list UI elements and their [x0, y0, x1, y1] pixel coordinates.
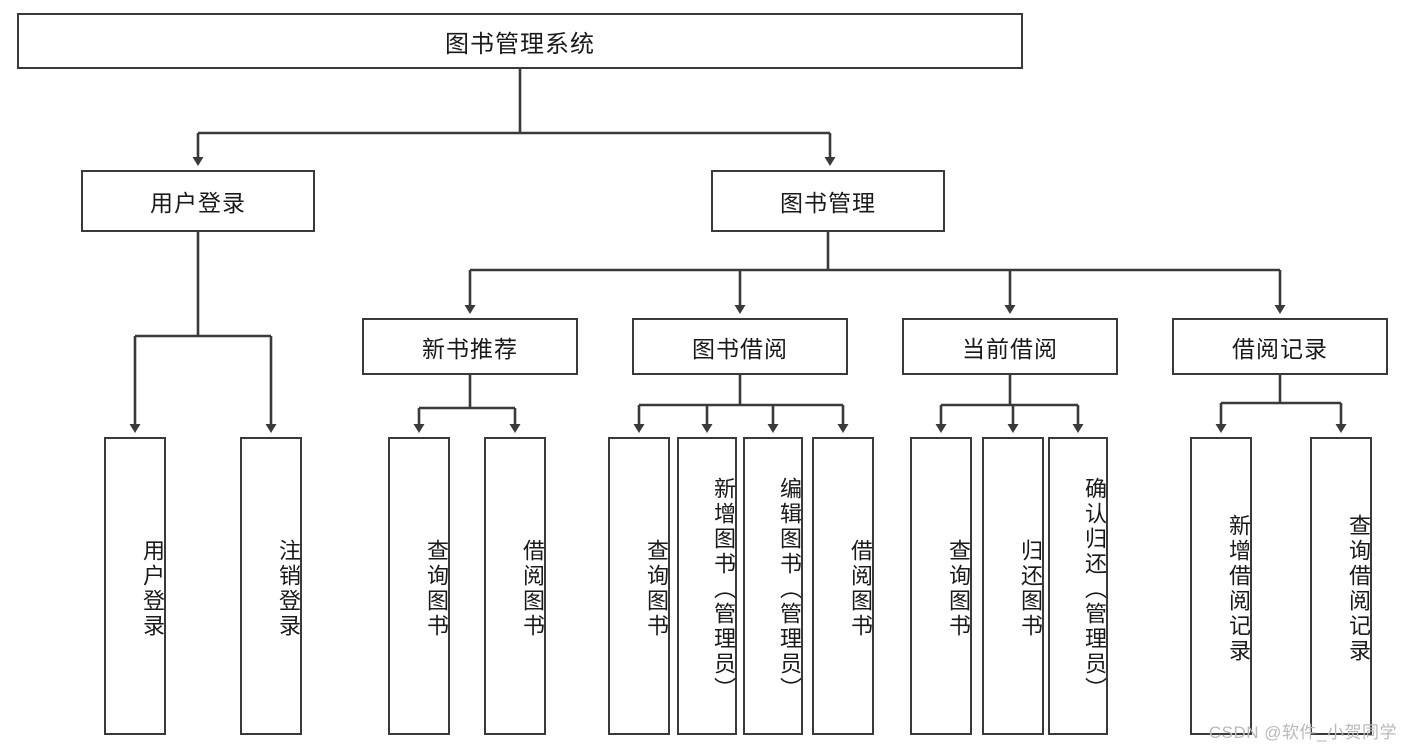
node-leaf-borrow-book-2[interactable]: 借阅图书	[812, 437, 874, 735]
node-leaf-query-book-2-label: 查询图书	[644, 539, 669, 639]
node-leaf-query-book-1-label: 查询图书	[424, 539, 449, 639]
node-leaf-return-book[interactable]: 归还图书	[982, 437, 1044, 735]
node-leaf-query-book-2[interactable]: 查询图书	[608, 437, 670, 735]
node-current-borrow-label: 当前借阅	[962, 335, 1058, 362]
node-leaf-borrow-book-1[interactable]: 借阅图书	[484, 437, 546, 735]
node-borrow-record[interactable]: 借阅记录	[1172, 318, 1388, 375]
node-leaf-add-borrow-record-label: 新增借阅记录	[1226, 514, 1251, 664]
node-leaf-return-book-label: 归还图书	[1018, 539, 1043, 639]
node-leaf-confirm-return-admin[interactable]: 确认归还（管理员）	[1048, 437, 1108, 735]
node-root[interactable]: 图书管理系统	[17, 13, 1023, 69]
node-leaf-confirm-return-admin-label: 确认归还（管理员）	[1082, 476, 1107, 702]
node-user-login[interactable]: 用户登录	[81, 170, 315, 232]
node-leaf-edit-book-admin[interactable]: 编辑图书（管理员）	[743, 437, 803, 735]
node-book-manage[interactable]: 图书管理	[711, 170, 945, 232]
node-leaf-edit-book-admin-label: 编辑图书（管理员）	[777, 476, 802, 702]
node-leaf-borrow-book-2-label: 借阅图书	[848, 539, 873, 639]
node-leaf-query-book-3[interactable]: 查询图书	[910, 437, 972, 735]
node-leaf-query-borrow-record-label: 查询借阅记录	[1346, 514, 1371, 664]
node-book-borrow-label: 图书借阅	[692, 335, 788, 362]
node-new-book-rec[interactable]: 新书推荐	[362, 318, 578, 375]
node-leaf-query-book-3-label: 查询图书	[946, 539, 971, 639]
node-leaf-add-book-admin[interactable]: 新增图书（管理员）	[677, 437, 737, 735]
watermark-text: CSDN @软件_小贺同学	[1208, 723, 1397, 742]
node-root-label: 图书管理系统	[445, 30, 595, 58]
node-leaf-query-borrow-record[interactable]: 查询借阅记录	[1310, 437, 1372, 735]
node-book-manage-label: 图书管理	[780, 190, 876, 216]
node-new-book-rec-label: 新书推荐	[422, 335, 518, 362]
node-leaf-user-logout[interactable]: 注销登录	[240, 437, 302, 735]
node-leaf-add-book-admin-label: 新增图书（管理员）	[711, 476, 736, 702]
node-borrow-record-label: 借阅记录	[1232, 335, 1328, 362]
node-leaf-query-book-1[interactable]: 查询图书	[388, 437, 450, 735]
node-current-borrow[interactable]: 当前借阅	[902, 318, 1118, 375]
node-leaf-user-logout-label: 注销登录	[276, 539, 301, 639]
node-leaf-add-borrow-record[interactable]: 新增借阅记录	[1190, 437, 1252, 735]
node-leaf-borrow-book-1-label: 借阅图书	[520, 539, 545, 639]
node-book-borrow[interactable]: 图书借阅	[632, 318, 848, 375]
node-leaf-user-login[interactable]: 用户登录	[104, 437, 166, 735]
node-user-login-label: 用户登录	[150, 190, 246, 216]
node-leaf-user-login-label: 用户登录	[140, 539, 165, 639]
